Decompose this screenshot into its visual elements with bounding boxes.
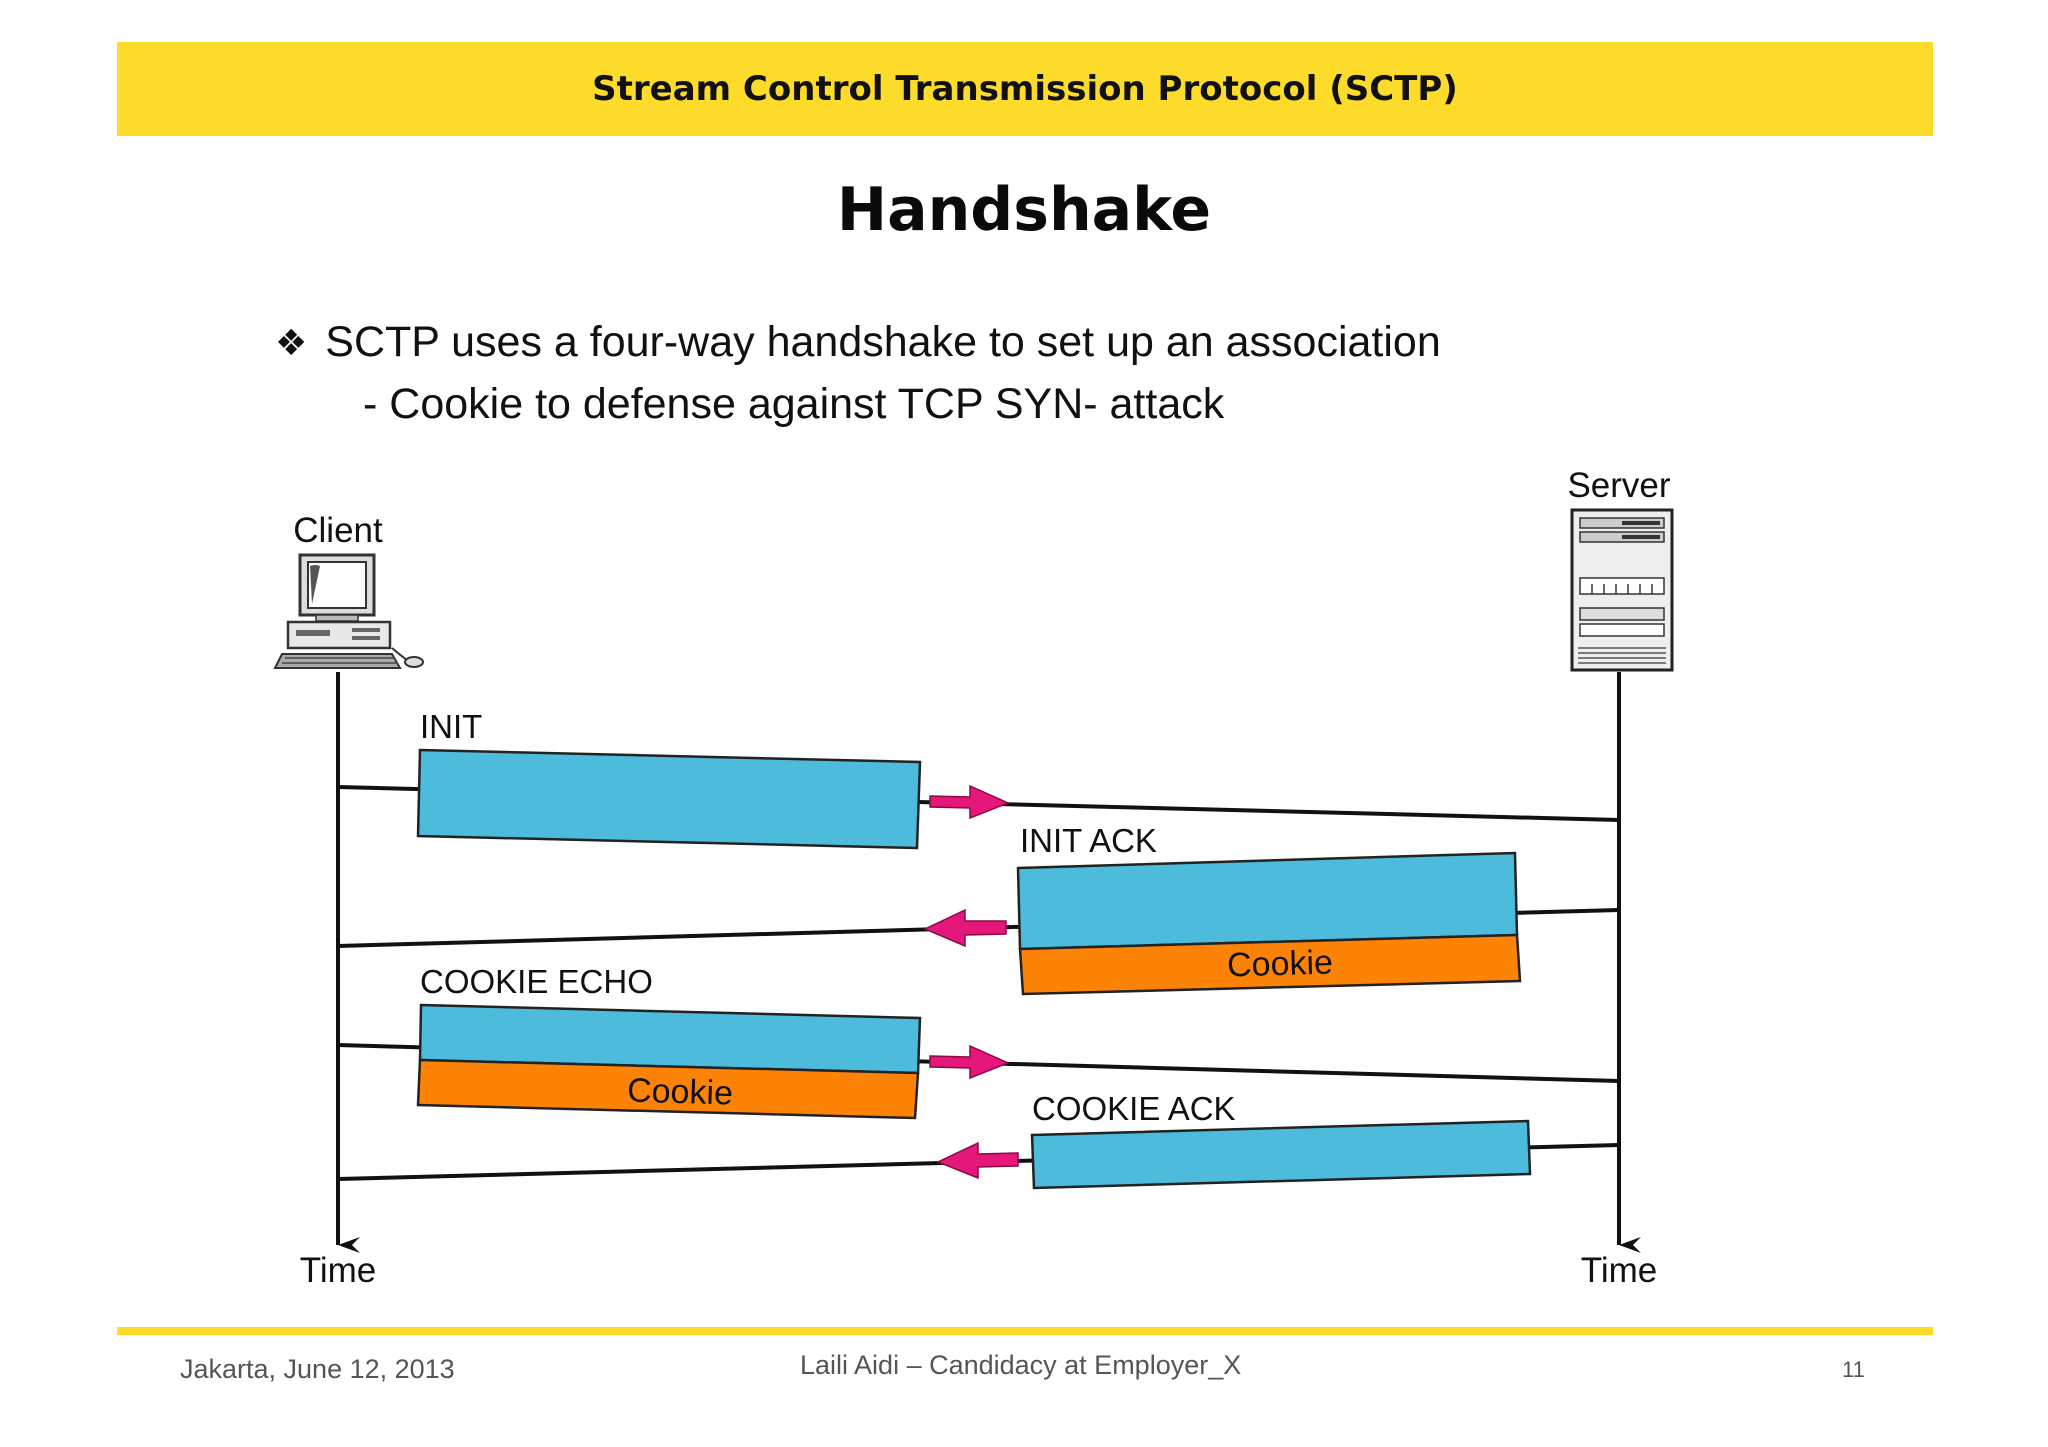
init-ack-cookie-label: Cookie bbox=[1227, 944, 1334, 985]
server-label: Server bbox=[1567, 466, 1670, 505]
init-packet bbox=[416, 748, 922, 850]
init-ack-packet: Cookie bbox=[1016, 851, 1522, 996]
bullet-text: SCTP uses a four-way handshake to set up… bbox=[325, 318, 1441, 366]
page-number: 11 bbox=[1842, 1357, 1865, 1382]
diamond-bullet-icon: ❖ bbox=[275, 321, 308, 363]
cookie-echo-label: COOKIE ECHO bbox=[420, 963, 653, 1000]
header-bar: Stream Control Transmission Protocol (SC… bbox=[117, 42, 1933, 136]
footer-date: Jakarta, June 12, 2013 bbox=[180, 1354, 455, 1384]
server-icon bbox=[1570, 508, 1674, 672]
server-time-label: Time bbox=[1581, 1251, 1657, 1290]
footer-rule bbox=[117, 1327, 1933, 1335]
cookie-ack-arrow-icon bbox=[936, 1141, 1019, 1180]
cookie-echo-arrow-icon bbox=[929, 1044, 1010, 1080]
cookie-echo-packet: Cookie bbox=[416, 1003, 922, 1120]
init-ack-arrow-icon bbox=[923, 908, 1007, 948]
client-label: Client bbox=[293, 511, 383, 550]
client-computer-icon bbox=[273, 553, 424, 669]
bullet-line: ❖ SCTP uses a four-way handshake to set … bbox=[275, 318, 1441, 367]
slide-title: Handshake bbox=[836, 175, 1212, 245]
init-label: INIT bbox=[420, 708, 482, 745]
sub-bullet-text: - Cookie to defense against TCP SYN- att… bbox=[363, 380, 1225, 428]
header-title: Stream Control Transmission Protocol (SC… bbox=[592, 69, 1458, 109]
client-time-label: Time bbox=[300, 1251, 376, 1290]
cookie-ack-packet bbox=[1030, 1119, 1532, 1190]
footer-author: Laili Aidi – Candidacy at Employer_X bbox=[800, 1350, 1242, 1380]
cookie-ack-label: COOKIE ACK bbox=[1032, 1090, 1236, 1127]
init-ack-label: INIT ACK bbox=[1020, 822, 1157, 859]
init-arrow-icon bbox=[929, 784, 1010, 820]
cookie-echo-cookie-label: Cookie bbox=[627, 1072, 734, 1113]
